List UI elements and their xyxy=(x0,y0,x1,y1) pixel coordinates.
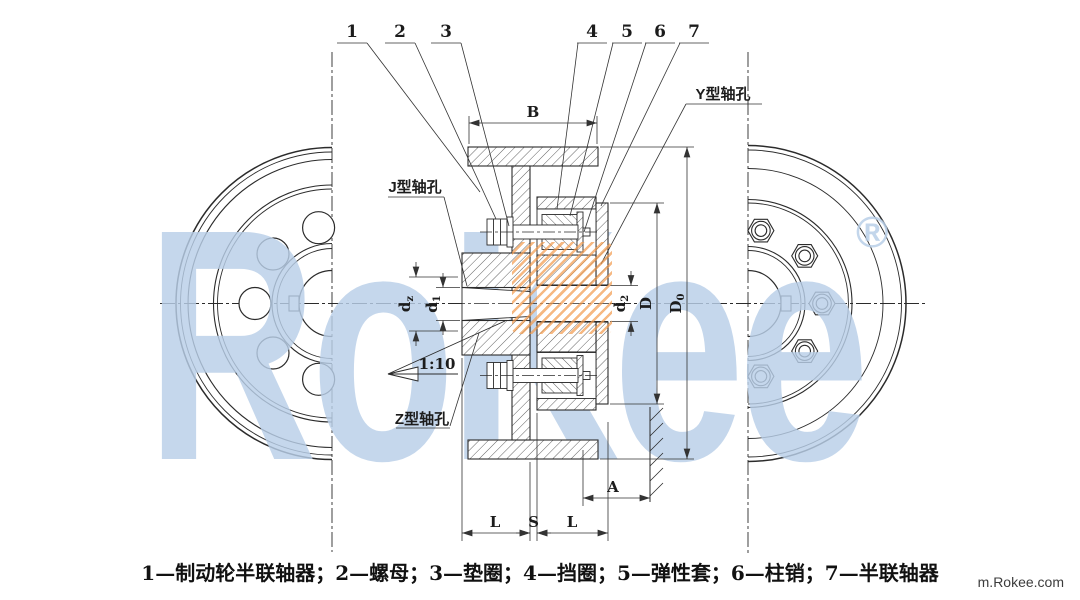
brake-wheel-holes xyxy=(238,211,336,396)
taper-ratio-label: 1:10 xyxy=(419,355,456,373)
taper-symbol: 1:10 xyxy=(387,320,506,382)
dim-S: S xyxy=(528,513,539,531)
part-number-1: 1 xyxy=(346,22,358,42)
right-keyway xyxy=(780,295,792,312)
dim-L-right: L xyxy=(567,513,578,531)
part-numbers: 1 2 3 4 5 6 7 xyxy=(346,22,700,42)
dim-D: D xyxy=(637,297,655,310)
y-hole-label: Y型轴孔 xyxy=(695,85,750,103)
mounting-wall-symbol xyxy=(649,407,664,502)
part-number-6: 6 xyxy=(654,22,666,42)
dimension-labels: B D D0 d2 d1 dz L S L A xyxy=(396,103,687,531)
z-hole-label: Z型轴孔 xyxy=(395,410,449,428)
part-number-2: 2 xyxy=(394,22,406,42)
dim-A: A xyxy=(606,478,619,496)
left-keyway xyxy=(288,295,300,312)
lower-pin-assembly xyxy=(480,352,600,399)
part-number-4: 4 xyxy=(586,22,598,42)
dim-d2: d2 xyxy=(611,295,631,313)
dimension-lines xyxy=(409,116,694,541)
dim-L-left: L xyxy=(490,513,501,531)
brake-wheel-front-view xyxy=(175,146,336,461)
part-number-3: 3 xyxy=(440,22,452,42)
coupling-section xyxy=(450,146,625,460)
hole-type-labels xyxy=(388,103,762,429)
part-number-5: 5 xyxy=(621,22,633,42)
parts-caption: 1—制动轮半联轴器；2—螺母；3—垫圈；4—挡圈；5—弹性套；6—柱销；7—半联… xyxy=(141,561,939,585)
dim-d1: d1 xyxy=(423,295,443,312)
part-leaders xyxy=(337,42,709,233)
site-url: m.Rokee.com xyxy=(977,574,1064,590)
upper-pin-assembly xyxy=(480,208,600,256)
dim-D0: D0 xyxy=(667,293,687,313)
part-number-7: 7 xyxy=(688,22,700,42)
j-hole-label: J型轴孔 xyxy=(388,178,441,196)
dim-B: B xyxy=(527,103,540,121)
pin-nuts xyxy=(747,218,836,389)
coupling-half-front-view xyxy=(747,144,907,463)
dim-dz: dz xyxy=(396,296,416,313)
